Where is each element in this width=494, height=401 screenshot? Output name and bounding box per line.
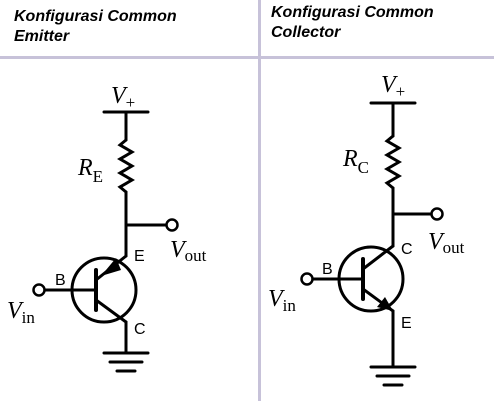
left-panel-title: Konfigurasi Common Emitter: [14, 7, 249, 63]
output-label-right: Vout: [428, 229, 465, 257]
pin-b-right: B: [322, 261, 333, 278]
output-terminal-left: [165, 218, 179, 232]
pin-b-left: B: [55, 272, 66, 289]
collector-lead-right: [361, 244, 395, 271]
input-label-left: Vin: [7, 298, 35, 327]
horizontal-separator: [0, 56, 494, 59]
supply-label-right: V+: [381, 72, 405, 101]
input-terminal-left: [32, 283, 46, 297]
common-emitter-circuit: [32, 110, 179, 373]
pin-e-left: E: [134, 248, 145, 265]
common-collector-circuit: [300, 101, 444, 387]
resistor-rc: [384, 134, 402, 190]
resistor-label-left: RE: [77, 155, 103, 186]
vertical-separator: [258, 0, 261, 401]
pin-c-left: C: [134, 321, 146, 338]
supply-label-left: V+: [111, 83, 135, 112]
left-title-line2: Emitter: [14, 28, 70, 45]
pin-c-right: C: [401, 241, 413, 258]
right-title-line1: Konfigurasi Common: [271, 4, 434, 21]
common-collector-labels: V+ RC Vout Vin B C E: [268, 72, 465, 332]
left-title-line1: Konfigurasi Common: [14, 8, 177, 25]
collector-lead-left: [94, 298, 128, 324]
right-title-line2: Collector: [271, 24, 341, 41]
pin-e-right: E: [401, 315, 412, 332]
resistor-label-right: RC: [342, 146, 369, 177]
emitter-arrow-right: [377, 297, 393, 311]
right-panel-title: Konfigurasi Common Collector: [271, 3, 491, 59]
input-terminal-right: [300, 272, 314, 286]
emitter-arrow-left: [101, 258, 121, 276]
input-label-right: Vin: [268, 286, 296, 315]
output-label-left: Vout: [170, 237, 207, 265]
resistor-re: [117, 138, 135, 194]
common-emitter-labels: V+ RE Vout Vin B E C: [7, 83, 207, 338]
output-terminal-right: [430, 207, 444, 221]
